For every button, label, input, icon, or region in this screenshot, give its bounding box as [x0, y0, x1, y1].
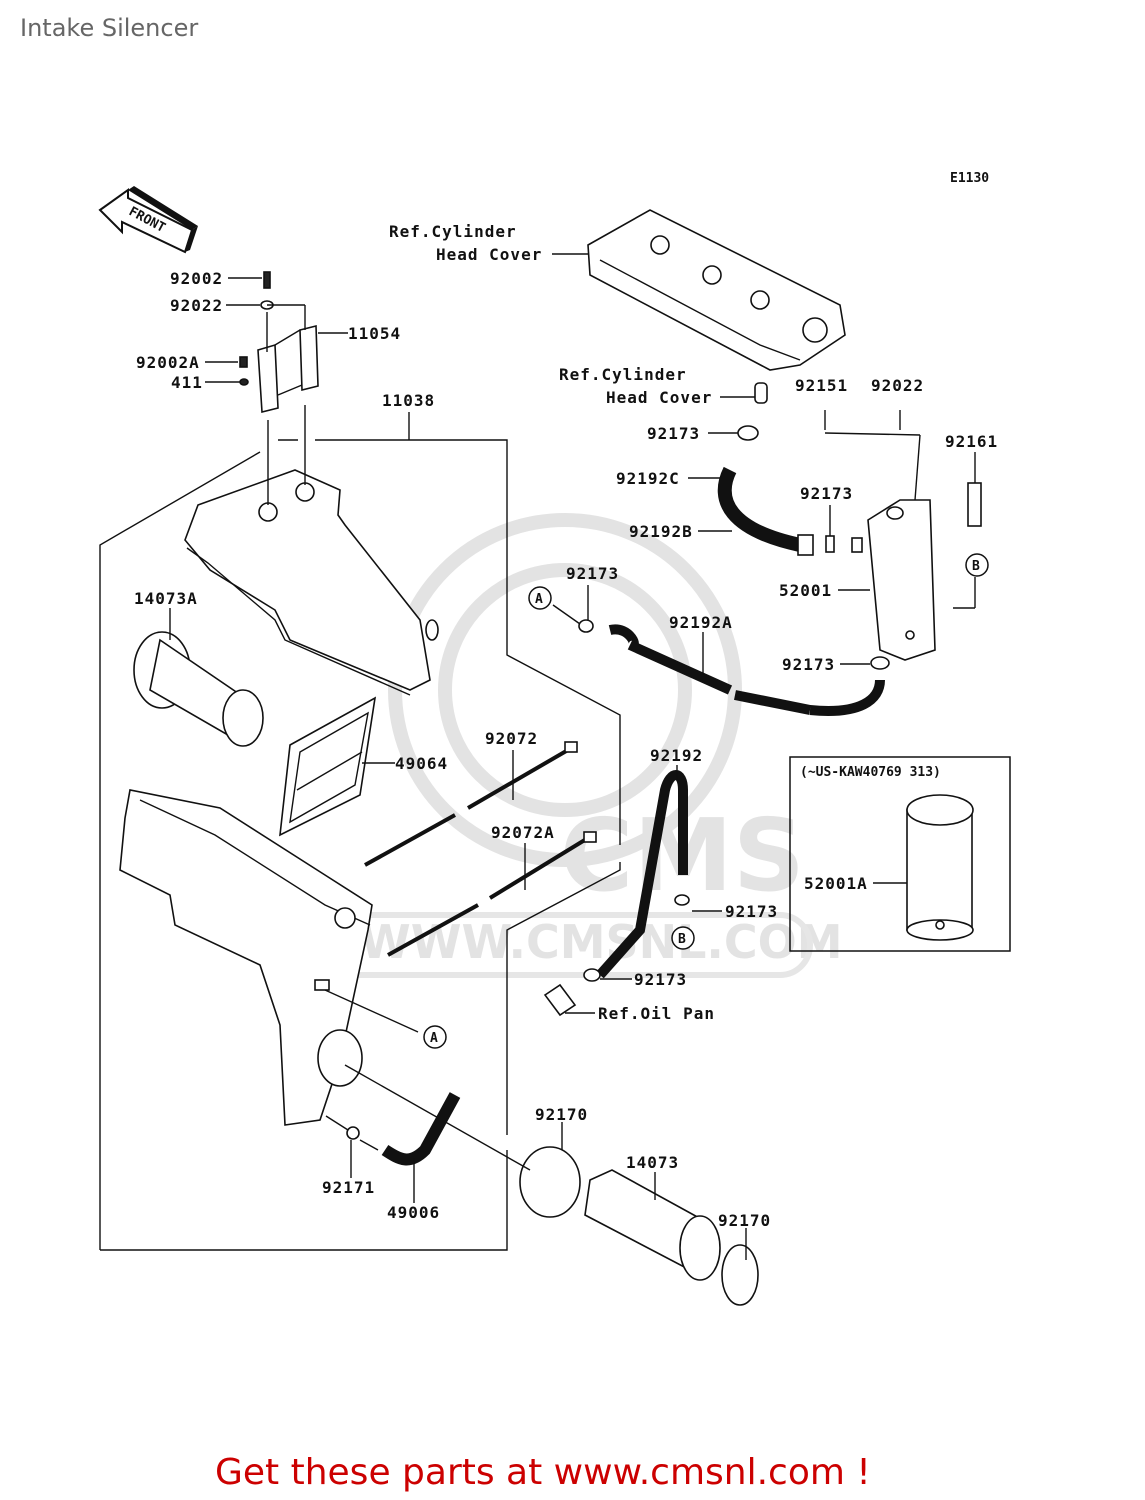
part-label-11054: 11054	[348, 324, 401, 343]
marker-a-2: A	[423, 1025, 447, 1049]
part-label-92192C: 92192C	[616, 469, 680, 488]
lower-hoses	[325, 1092, 461, 1166]
part-label-411: 411	[171, 373, 203, 392]
part-label-92072: 92072	[485, 729, 538, 748]
watermark: CMS WWW.CMSNL.COM	[327, 513, 843, 978]
part-label-11038: 11038	[382, 391, 435, 410]
part-label: 52001A	[804, 874, 868, 893]
part-label-92173: 92173	[725, 902, 778, 921]
part-label-49064: 49064	[395, 754, 448, 773]
svg-text:A: A	[535, 592, 543, 607]
part-label-92170: 92170	[718, 1211, 771, 1230]
part-label-92173: 92173	[782, 655, 835, 674]
marker-a-1: A	[528, 586, 552, 610]
part-label-92192B: 92192B	[629, 522, 693, 541]
ref-oil-pan: Ref.Oil Pan	[598, 1004, 715, 1023]
breather-hoses	[717, 382, 863, 556]
hose-92192	[543, 770, 690, 1017]
page-title: Intake Silencer	[20, 14, 199, 42]
hose-92192A	[578, 619, 811, 715]
ref-cylinder-head-cover-2-line1: Ref.Cylinder	[559, 365, 687, 384]
marker-b-1: B	[965, 553, 989, 577]
part-label-14073: 14073	[626, 1153, 679, 1172]
part-label-92151: 92151	[795, 376, 848, 395]
part-label-92173: 92173	[566, 564, 619, 583]
cable-ties	[364, 741, 597, 957]
part-label-92171: 92171	[322, 1178, 375, 1197]
part-label-92173: 92173	[634, 970, 687, 989]
diagram-code: E1130	[950, 171, 989, 186]
element-49064	[279, 696, 377, 837]
inset-box: (~US-KAW40769 313) 52001A	[789, 756, 1011, 952]
part-label-92072A: 92072A	[491, 823, 555, 842]
part-label-92002: 92002	[170, 269, 223, 288]
part-label-92161: 92161	[945, 432, 998, 451]
catch-tank-52001	[809, 482, 982, 716]
part-label-14073A: 14073A	[134, 589, 198, 608]
bracket-11054	[239, 271, 319, 414]
airbox-case	[119, 789, 373, 1126]
filter-14073A	[133, 631, 264, 747]
part-label-92173: 92173	[800, 484, 853, 503]
part-label-92173: 92173	[647, 424, 700, 443]
svg-text:A: A	[430, 1031, 438, 1046]
clamps-and-duct-14073	[519, 1122, 759, 1306]
ref-cylinder-head-cover-1-line1: Ref.Cylinder	[389, 222, 517, 241]
airbox-cover	[184, 469, 439, 696]
part-label-92192A: 92192A	[669, 613, 733, 632]
svg-text:B: B	[678, 932, 686, 947]
marker-b-2: B	[671, 926, 695, 950]
ref-cylinder-head-cover-1-line2: Head Cover	[436, 245, 542, 264]
svg-text:B: B	[972, 559, 980, 574]
part-label-92192: 92192	[650, 746, 703, 765]
inset-caption: (~US-KAW40769 313)	[800, 765, 941, 780]
part-label-52001: 52001	[779, 581, 832, 600]
front-arrow-icon: FRONT	[98, 186, 198, 254]
cylinder-head-cover	[587, 209, 846, 371]
footer-shop-link[interactable]: Get these parts at www.cmsnl.com !	[215, 1452, 871, 1493]
part-label-49006: 49006	[387, 1203, 440, 1222]
part-label-92170: 92170	[535, 1105, 588, 1124]
ref-cylinder-head-cover-2-line2: Head Cover	[606, 388, 712, 407]
part-label-92022: 92022	[170, 296, 223, 315]
part-label-92022-right: 92022	[871, 376, 924, 395]
part-label-92002A: 92002A	[136, 353, 200, 372]
watermark-url: WWW.CMSNL.COM	[360, 915, 843, 969]
